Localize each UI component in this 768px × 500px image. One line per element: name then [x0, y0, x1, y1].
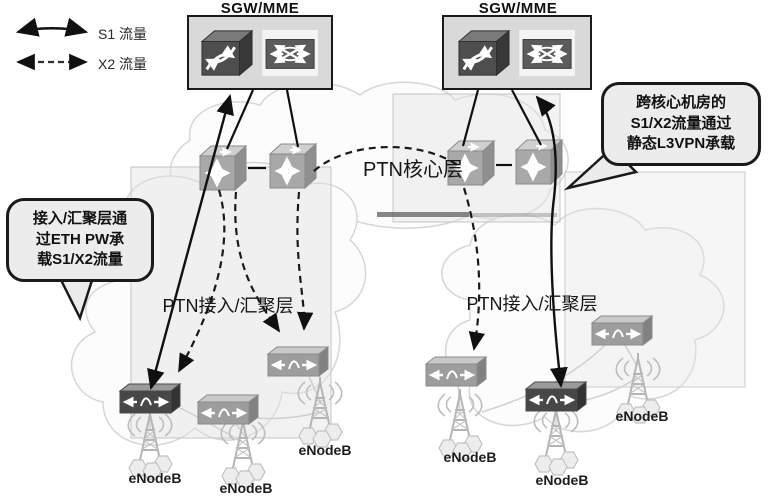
ptn-access-switch-icon-2 [198, 395, 258, 424]
ptn-access-switch-icon-4 [426, 357, 486, 386]
sgw1-link-b [285, 89, 300, 148]
core-panel-shadow [377, 212, 469, 217]
ptn-access-switch-icon-1 [120, 384, 180, 413]
enodeb-label-6: eNodeB [615, 408, 669, 424]
x2-flows [178, 145, 486, 373]
enodeb-label-3: eNodeB [298, 442, 352, 458]
multilayer-switch-icon [262, 28, 322, 78]
sgw1-title: SGW/MME [220, 0, 300, 17]
router-icon [199, 27, 255, 79]
solid-double-arrow [15, 17, 89, 37]
left-callout: 接入/汇聚层通 过ETH PW承 载S1/X2流量 [6, 198, 154, 283]
router-icon [456, 27, 512, 79]
legend-x2-label: X2 流量 [98, 56, 148, 72]
s1-flow-right [535, 95, 568, 389]
sgw2-link-a [461, 89, 480, 147]
right-callout: 跨核心机房的 S1/X2流量通过 静态L3VPN承载 [601, 82, 761, 167]
legend-arrows [15, 17, 89, 71]
sgw-mme-node-1 [187, 15, 333, 90]
enodeb-label-5: eNodeB [535, 472, 589, 488]
access-layer-right-label: PTN接入/汇聚层 [466, 294, 598, 314]
enodeb-label-4: eNodeB [443, 449, 497, 465]
ptn-access-switch-icon-3 [268, 347, 328, 376]
right-access-panel [564, 171, 746, 388]
core-layer-label: PTN核心层 [363, 159, 463, 181]
sgw2-title: SGW/MME [478, 0, 558, 17]
x2-flow-left-a [234, 191, 281, 333]
sgw-mme-node-2 [442, 15, 592, 90]
x2-flow-right [462, 187, 486, 351]
ptn-access-switch-icon-5 [526, 382, 586, 411]
x2-flow-core-arc [313, 145, 460, 172]
ptn-access-switch-icon-6 [592, 316, 652, 345]
x2-flow-left-outer [178, 189, 226, 373]
access-layer-left-label: PTN接入/汇聚层 [162, 296, 294, 316]
enodeb-label-2: eNodeB [219, 480, 273, 496]
ptn-core-switch-icon-2 [270, 144, 316, 188]
s1-flow-left [147, 94, 234, 390]
enodeb-label-1: eNodeB [128, 470, 182, 486]
s1-flows [147, 94, 568, 390]
structural-links [225, 89, 542, 170]
legend-s1-label: S1 流量 [98, 26, 148, 42]
x2-flow-left-b [296, 191, 314, 331]
core-panel-shadow-fade [469, 213, 557, 217]
multilayer-switch-icon [519, 28, 579, 78]
